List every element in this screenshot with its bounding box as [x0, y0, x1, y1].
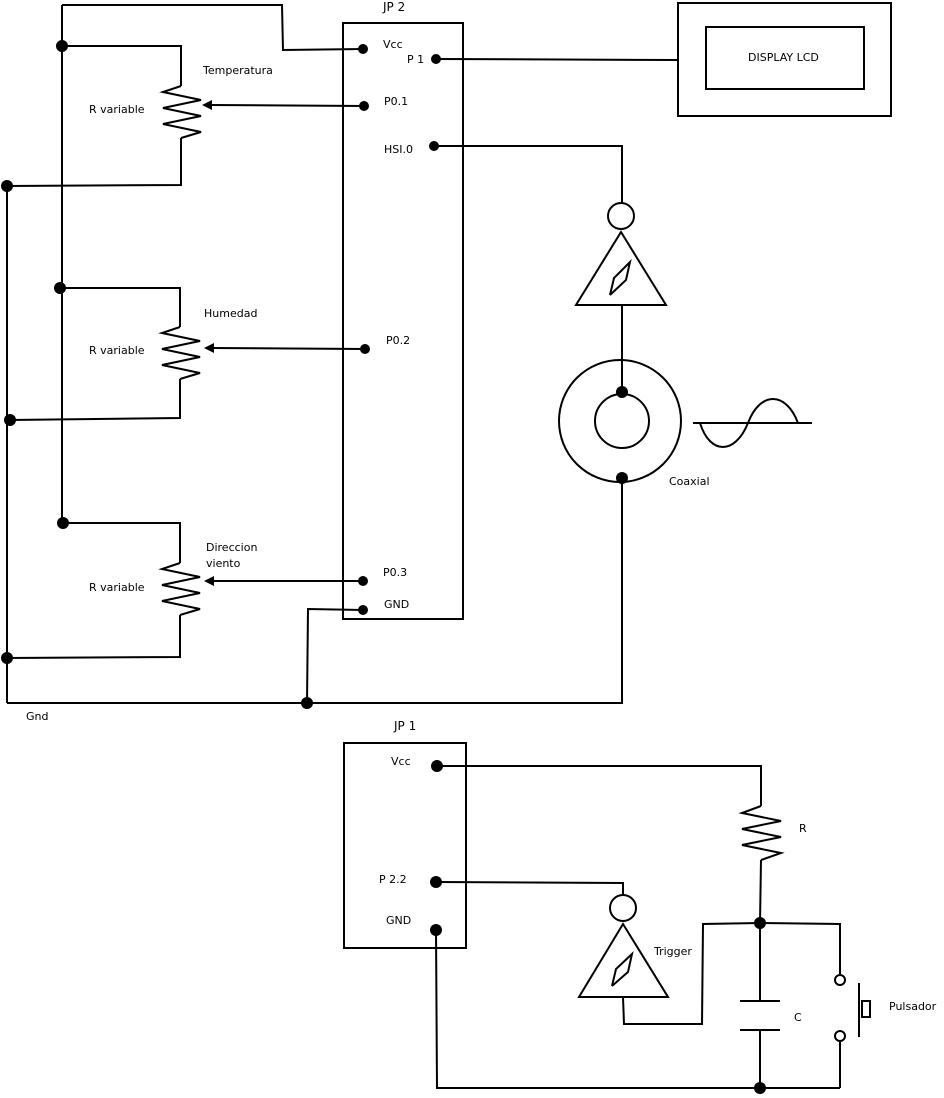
- jp1-p22-label: P 2.2: [379, 873, 407, 886]
- wire-hsi-to-trigger: [434, 145, 623, 203]
- jp1-title: JP 1: [393, 719, 416, 733]
- pot2-resistor: [158, 326, 201, 380]
- button-bottom-contact: [834, 1030, 846, 1042]
- jp2-gnd-label: GND: [384, 598, 409, 611]
- wire-vcc-rail: [62, 4, 364, 52]
- upper-trigger-hysteresis-icon: [609, 258, 632, 296]
- jp2-p1-label: P 1: [407, 53, 424, 66]
- jp1-gnd-label: GND: [386, 914, 411, 927]
- jp2-p03-label: P0.3: [383, 566, 407, 579]
- lower-trigger-triangle: [577, 922, 670, 998]
- bottom-gnd-junction: [754, 1082, 766, 1094]
- jp2-vcc-label: Vcc: [383, 38, 403, 51]
- coaxial-label: Coaxial: [669, 475, 710, 488]
- wire-p22-to-trigger: [435, 881, 624, 895]
- pot1-bottom-wire: [6, 138, 182, 187]
- humedad-label: Humedad: [204, 307, 257, 320]
- coaxial-top-pin: [616, 386, 628, 398]
- trigger-label: Trigger: [653, 945, 692, 958]
- jp2-hsi-label: HSI.0: [384, 143, 413, 156]
- pot1-r-variable-label: R variable: [89, 103, 145, 116]
- wire-node-to-button: [759, 922, 841, 975]
- jp2-block: [342, 22, 464, 620]
- gnd-junction-main: [301, 697, 313, 709]
- display-inner-frame: [705, 26, 865, 90]
- coaxial-outer: [558, 359, 682, 483]
- pot2-bottom-wire: [9, 379, 181, 421]
- jp2-title: JP 2: [382, 0, 405, 14]
- pot2-wiper-wire: [211, 347, 366, 350]
- pot3-bottom-wire: [6, 615, 181, 659]
- direccion-label-line2: viento: [206, 557, 241, 570]
- wire-jp1-gnd-bottom: [435, 929, 840, 1089]
- wire-gnd-to-jp2: [306, 607, 364, 704]
- jp1-vcc-label: Vcc: [391, 755, 411, 768]
- sine-wave-icon: [699, 398, 799, 448]
- pulsador-label: Pulsador: [889, 1000, 937, 1013]
- r-label: R: [799, 822, 807, 835]
- pot3-wiper-arrow: [204, 576, 214, 586]
- pot2-r-variable-label: R variable: [89, 344, 145, 357]
- temperatura-label: Temperatura: [202, 64, 273, 77]
- pot1-resistor: [159, 85, 202, 139]
- button-top-contact: [834, 974, 846, 986]
- wire-jp1-vcc-to-r: [437, 765, 762, 806]
- coaxial-bottom-pin: [616, 472, 628, 484]
- pot3-r-variable-label: R variable: [89, 581, 145, 594]
- wire-p1-to-display: [435, 58, 679, 61]
- pot1-wiper-arrow: [202, 100, 212, 110]
- upper-trigger-bubble: [607, 202, 635, 230]
- lower-trigger-hysteresis-icon: [611, 951, 634, 987]
- jp2-p01-label: P0.1: [384, 95, 408, 108]
- wire-r-to-node: [759, 859, 762, 924]
- direccion-label-line1: Direccion: [206, 541, 257, 554]
- pot3-resistor: [158, 562, 201, 616]
- pot3-top-wire: [63, 522, 181, 563]
- coaxial-inner: [594, 393, 650, 449]
- pot2-wiper-arrow: [204, 343, 214, 353]
- gnd-label: Gnd: [26, 710, 48, 723]
- c-label: C: [794, 1011, 802, 1024]
- pot1-wiper-wire: [209, 104, 365, 107]
- wire-trigger-output: [622, 922, 761, 1025]
- display-label: DISPLAY LCD: [748, 51, 819, 64]
- lower-trigger-bubble: [609, 894, 637, 922]
- pot2-top-wire: [60, 287, 181, 327]
- button-actuator-knob: [861, 1000, 871, 1018]
- jp1-block: [343, 742, 467, 949]
- jp2-p02-label: P0.2: [386, 334, 410, 347]
- resistor-r: [738, 805, 785, 861]
- pot1-top-wire: [62, 45, 182, 86]
- wire-gnd-to-coax: [307, 478, 623, 704]
- upper-trigger-triangle: [574, 230, 668, 306]
